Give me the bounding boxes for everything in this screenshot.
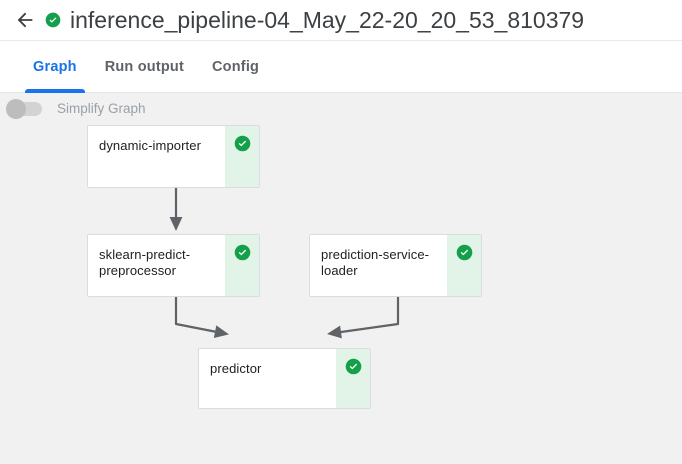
graph-node-sklearn-predict-preprocessor[interactable]: sklearn-predict-preprocessor [87,234,260,297]
graph-node-prediction-service-loader[interactable]: prediction-service-loader [309,234,482,297]
node-label: dynamic-importer [99,138,202,153]
graph-node-predictor[interactable]: predictor [198,348,371,409]
toggle-knob [6,98,26,119]
node-body: dynamic-importer [88,126,225,187]
node-body: sklearn-predict-preprocessor [88,235,225,296]
check-circle-icon [456,244,472,261]
run-status-check-circle-icon [45,12,61,28]
graph-node-dynamic-importer[interactable]: dynamic-importer [87,125,260,188]
check-circle-icon [345,358,361,375]
tab-run-output[interactable]: Run output [104,59,185,75]
graph-toolbar: Simplify Graph [0,93,682,124]
page-title: inference_pipeline-04_May_22-20_20_53_81… [70,7,585,33]
arrow-left-icon [17,12,33,28]
node-label: sklearn-predict-preprocessor [99,247,191,278]
check-circle-icon [234,244,250,261]
node-label: prediction-service-loader [321,247,430,278]
tab-graph[interactable]: Graph [19,41,91,93]
edge-sklearn-predict-preprocessor-to-predictor [174,296,229,338]
check-circle-icon [234,135,250,152]
back-button[interactable] [10,5,40,35]
simplify-graph-toggle[interactable] [6,98,42,119]
graph-canvas[interactable]: dynamic-importer sklearn-predict-preproc… [0,124,682,464]
edge-prediction-service-loader-to-predictor [327,296,400,339]
node-status [447,235,481,296]
node-status [336,349,370,408]
node-status [225,126,259,187]
node-body: prediction-service-loader [310,235,447,296]
node-label: predictor [210,361,262,376]
app-header: inference_pipeline-04_May_22-20_20_53_81… [0,0,682,41]
simplify-graph-label: Simplify Graph [57,101,146,116]
tab-bar: Graph Run output Config [0,41,682,93]
tab-config[interactable]: Config [212,59,260,75]
node-body: predictor [199,349,336,408]
node-status [225,235,259,296]
